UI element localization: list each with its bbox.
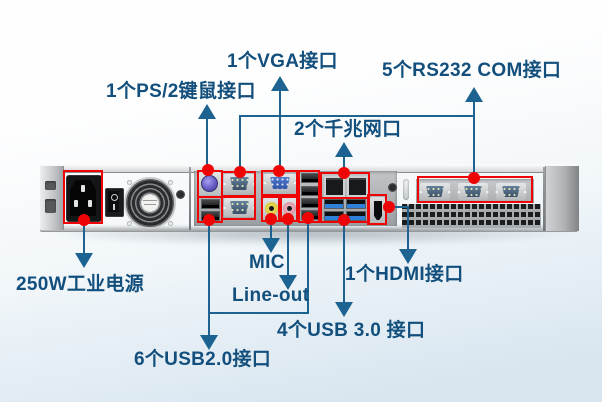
arrow-up-icon (198, 104, 216, 119)
panel-slot (403, 179, 409, 200)
highlight-dot (234, 166, 246, 178)
power-switch-rocker (108, 191, 119, 212)
usb2-port (201, 199, 220, 209)
rack-ear-right (545, 166, 579, 231)
highlight-dot (302, 212, 314, 224)
screw (168, 180, 173, 185)
rack-ear-slot (45, 181, 56, 190)
label-power: 250W工业电源 (16, 274, 145, 295)
screw (168, 221, 173, 226)
highlight-dot (338, 214, 350, 226)
arrow-down-icon (200, 335, 218, 350)
mic-jack-hole (269, 206, 274, 211)
panel-hole (176, 190, 185, 199)
label-vga: 1个VGA接口 (227, 51, 338, 72)
screw (127, 180, 132, 185)
switch-on-glyph (113, 204, 115, 210)
fan-label-text-line (143, 200, 157, 201)
callout-line (239, 117, 241, 172)
callout-line (208, 312, 309, 314)
arrow-up-icon (465, 87, 483, 102)
fan-label-text-line (144, 204, 156, 205)
arrow-up-icon (271, 76, 289, 91)
callout-line (239, 115, 475, 117)
highlight-dot (78, 214, 90, 226)
hdmi-port-opening (374, 201, 382, 220)
callout-line (208, 224, 210, 336)
callout-line (343, 156, 345, 173)
highlight-dot (338, 167, 350, 179)
callout-line (270, 223, 272, 239)
panel-seam (543, 167, 545, 231)
com-port (223, 198, 256, 217)
chassis-shadow (46, 229, 574, 246)
com-port (457, 183, 489, 200)
arrow-down-icon (75, 253, 93, 268)
label-ps2: 1个PS/2键鼠接口 (106, 81, 256, 102)
highlight-box-com2 (221, 196, 256, 220)
label-lan: 2个千兆网口 (294, 119, 402, 140)
antenna-hole (388, 183, 397, 192)
arrow-down-icon (399, 249, 417, 264)
label-lineout: Line-out (232, 285, 310, 306)
lan-port (347, 176, 368, 197)
highlight-dot (383, 201, 395, 213)
arrow-down-icon (279, 275, 297, 290)
lan-port (324, 176, 345, 197)
label-usb2: 6个USB2.0接口 (134, 349, 272, 370)
highlight-dot (468, 172, 480, 184)
highlight-dot (273, 165, 285, 177)
callout-line (473, 101, 475, 178)
ventilation-grid (402, 204, 541, 228)
rack-ear-slot (45, 199, 56, 213)
screw (127, 221, 132, 226)
usb3-port (346, 199, 366, 209)
com-port (495, 183, 527, 200)
highlight-dot (282, 213, 294, 225)
label-hdmi: 1个HDMI接口 (345, 264, 464, 285)
com-port (223, 174, 256, 193)
callout-line (389, 206, 409, 208)
com-port (419, 183, 451, 200)
power-pin (88, 200, 92, 207)
highlight-dot (203, 214, 215, 226)
psu-fan (124, 177, 176, 229)
switch-off-glyph (111, 194, 118, 201)
callout-line (206, 118, 208, 170)
label-mic: MIC (249, 252, 285, 273)
lineout-jack-hole (287, 206, 292, 211)
callout-line (279, 90, 281, 171)
callout-line (83, 224, 85, 254)
callout-line (287, 223, 289, 276)
rack-ear-left (40, 166, 64, 230)
vga-port (263, 174, 297, 192)
power-pin (74, 200, 78, 207)
arrow-up-icon (335, 142, 353, 157)
arrow-down-icon (335, 302, 353, 317)
label-usb3: 4个USB 3.0 接口 (277, 320, 426, 341)
arrow-down-icon (262, 238, 280, 253)
callout-line (307, 222, 309, 314)
panel-seam (189, 167, 191, 230)
power-pin (81, 185, 85, 192)
callout-line (407, 206, 409, 250)
usb3-port (324, 199, 344, 209)
highlight-dot (265, 213, 277, 225)
highlight-dot (202, 164, 214, 176)
callout-line (343, 224, 345, 303)
label-rs232: 5个RS232 COM接口 (382, 60, 562, 81)
